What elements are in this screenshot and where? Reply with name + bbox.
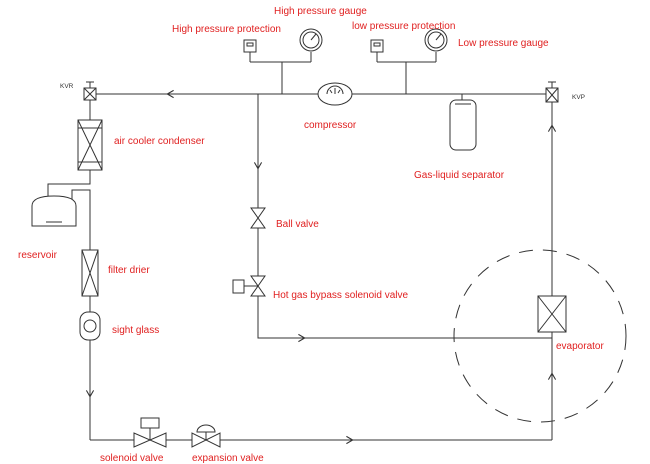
high-pressure-protection-icon	[243, 39, 257, 53]
label-high-pressure-gauge: High pressure gauge	[274, 6, 367, 17]
sight-glass-icon	[79, 311, 101, 341]
label-ball-valve: Ball valve	[276, 219, 319, 230]
label-compressor: compressor	[304, 120, 357, 131]
label-low-pressure-protection: low pressure protection	[352, 21, 455, 32]
label-solenoid-valve: solenoid valve	[100, 453, 164, 464]
kvp-valve-icon	[545, 81, 559, 103]
label-evaporator: evaporator	[556, 341, 604, 352]
label-filter-drier: filter drier	[108, 265, 150, 276]
label-kvp: KVP	[572, 94, 585, 101]
ball-valve-icon	[250, 207, 266, 229]
gas-liquid-separator-icon	[449, 99, 477, 151]
compressor-icon	[317, 82, 353, 106]
evaporator-region-outline	[453, 249, 627, 423]
pipe-left-condenser-out	[47, 170, 91, 196]
label-expansion-valve: expansion valve	[192, 453, 264, 464]
high-pressure-gauge-icon	[299, 28, 323, 52]
expansion-valve-icon	[191, 424, 221, 448]
label-reservoir: reservoir	[18, 250, 58, 261]
low-pressure-protection-icon	[370, 39, 384, 53]
label-high-pressure-protection: High pressure protection	[172, 24, 281, 35]
pipe-bypass	[257, 94, 544, 339]
pipe-left-reservoir-return	[71, 189, 91, 250]
label-low-pressure-gauge: Low pressure gauge	[458, 38, 549, 49]
hot-gas-bypass-solenoid-valve-icon	[232, 275, 266, 297]
pipe-low-gauge-branch	[376, 52, 437, 94]
label-sight-glass: sight glass	[112, 325, 159, 336]
solenoid-valve-icon	[133, 417, 167, 448]
label-air-cooler-condenser: air cooler condenser	[114, 136, 205, 147]
evaporator-icon	[537, 295, 567, 333]
reservoir-icon	[31, 195, 77, 227]
pipe-high-gauge-branch	[249, 52, 312, 94]
air-cooler-condenser-icon	[77, 119, 103, 171]
low-pressure-gauge-icon	[424, 28, 448, 52]
filter-drier-icon	[81, 249, 99, 297]
label-gas-liquid-separator: Gas-liquid separator	[414, 170, 505, 181]
label-kvr: KVR	[60, 83, 74, 90]
kvr-valve-icon	[83, 81, 97, 101]
label-hot-gas-bypass: Hot gas bypass solenoid valve	[273, 290, 409, 301]
